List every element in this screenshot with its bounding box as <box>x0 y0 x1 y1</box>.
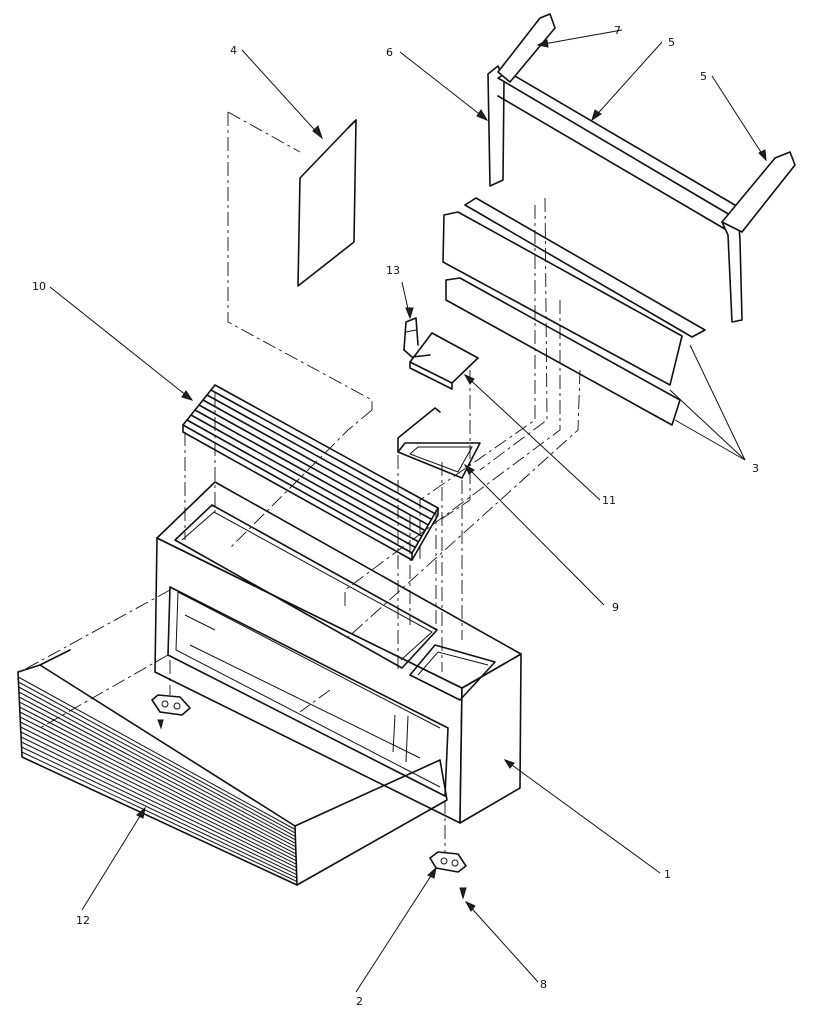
grille-slat <box>20 731 297 869</box>
callout-leaders <box>49 29 767 993</box>
top-grille-bar <box>198 404 426 532</box>
grille-slat <box>19 711 297 855</box>
callout-11: 11 <box>602 494 616 507</box>
callout-12: 12 <box>76 914 90 927</box>
grille-slat <box>18 686 296 837</box>
callout-13: 13 <box>386 264 400 277</box>
panel-part-4 <box>297 119 357 287</box>
grille-slat <box>19 716 297 858</box>
grille-slat <box>18 696 296 844</box>
plate-part-11 <box>409 332 479 390</box>
grille-slat <box>18 681 296 834</box>
grille-slat <box>21 741 297 876</box>
callout-6: 6 <box>386 46 393 59</box>
callout-2: 2 <box>356 995 363 1008</box>
callout-7: 7 <box>614 24 621 37</box>
grille-slat <box>18 691 296 841</box>
grille-slat <box>21 746 298 879</box>
callout-4: 4 <box>230 44 237 57</box>
callout-8: 8 <box>540 978 547 991</box>
callout-5b: 5 <box>700 70 707 83</box>
top-grille-bar <box>210 389 436 515</box>
callout-1: 1 <box>664 868 671 881</box>
top-grille-bar <box>190 414 420 543</box>
callout-9: 9 <box>612 601 619 614</box>
frame-part-9 <box>397 407 481 479</box>
top-grille-part-10 <box>182 384 439 561</box>
cabinet-part-1 <box>154 481 522 824</box>
grille-slat <box>17 676 296 830</box>
front-grille-part-12 <box>17 649 448 886</box>
top-frame-parts-5-6-7 <box>487 13 796 323</box>
assembly-lines <box>19 111 581 852</box>
grille-slat <box>19 701 296 848</box>
grille-slat <box>20 736 297 872</box>
top-grille-bar <box>206 394 433 521</box>
strips-part-3 <box>442 197 706 426</box>
grille-slat <box>20 726 297 865</box>
callout-arrowheads <box>136 39 767 912</box>
grille-slat <box>21 751 298 882</box>
bracket-part-13 <box>403 317 431 358</box>
grille-slat <box>20 721 297 862</box>
grille-slat <box>19 706 297 851</box>
callout-10: 10 <box>32 280 46 293</box>
callout-3: 3 <box>752 462 759 475</box>
callout-5a: 5 <box>668 36 675 49</box>
top-grille-bar <box>186 419 417 549</box>
top-grille-bar <box>194 409 423 537</box>
callout-labels: 1 2 3 4 5 5 6 7 8 9 10 11 12 13 <box>32 24 759 1008</box>
